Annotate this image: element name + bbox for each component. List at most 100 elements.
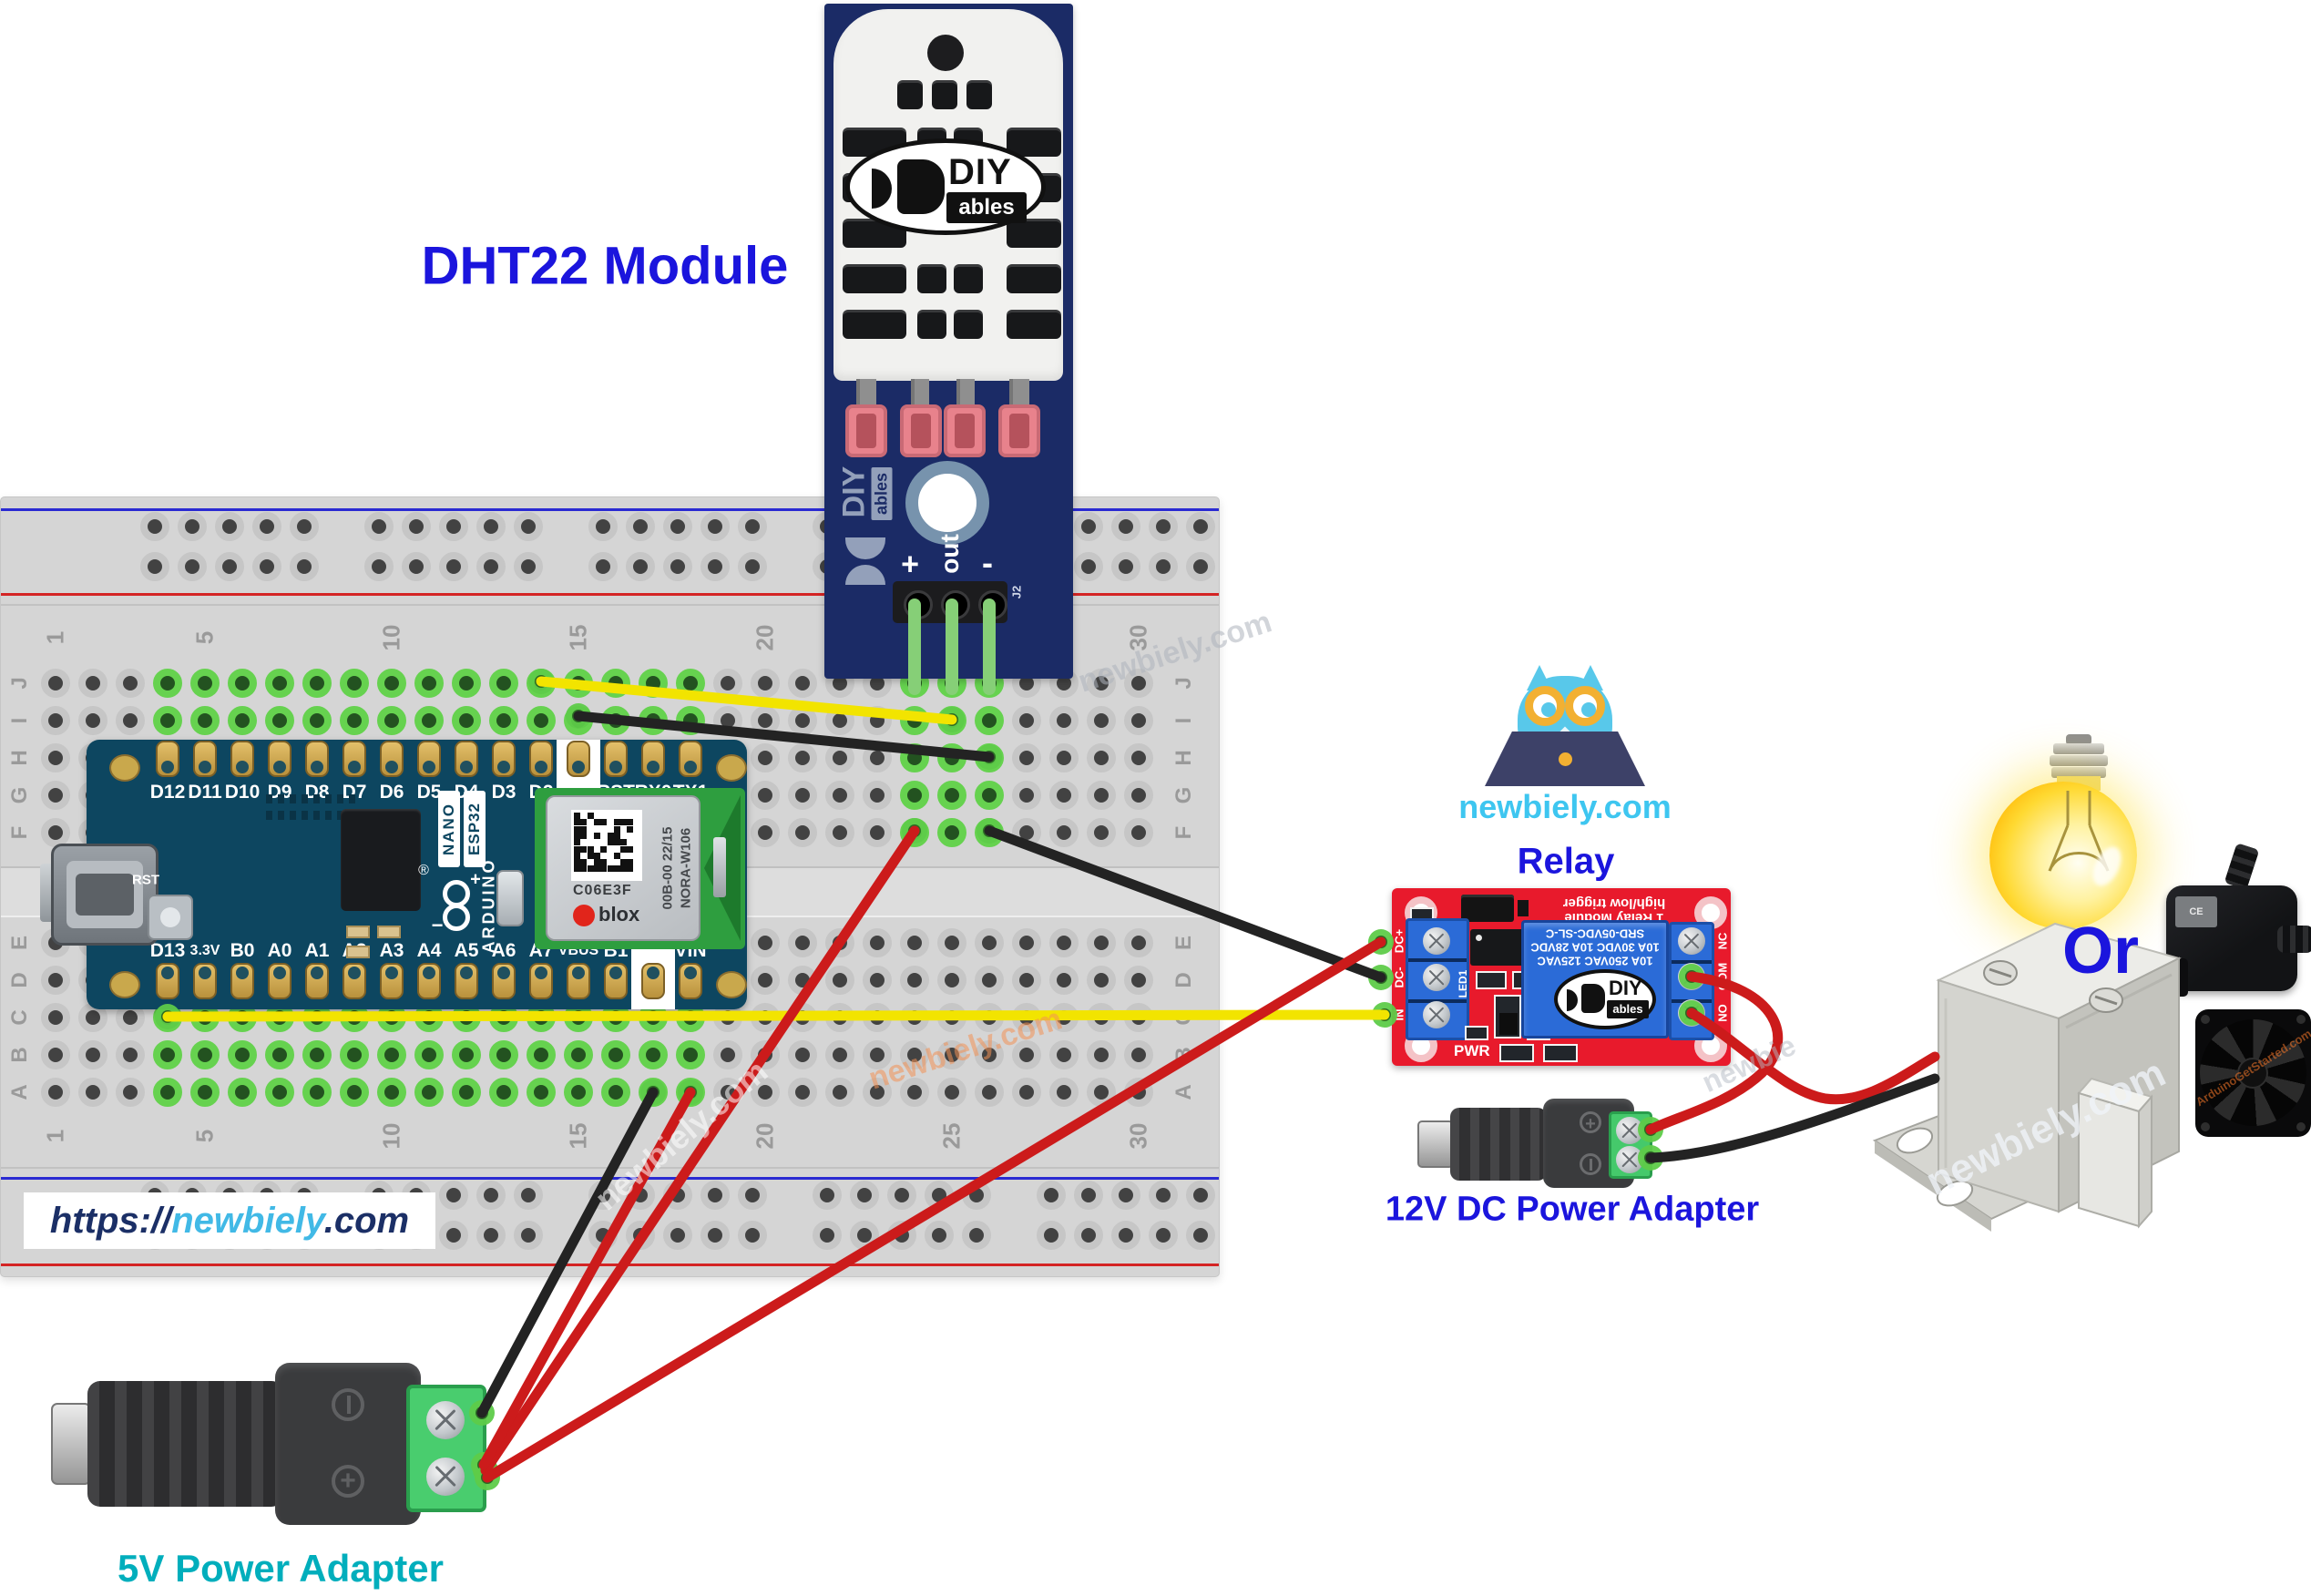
breadboard-hole bbox=[588, 512, 618, 541]
datamatrix-cell bbox=[574, 845, 580, 853]
dht22-pin-plus-label: + bbox=[901, 547, 919, 582]
datamatrix-cell bbox=[627, 845, 634, 853]
datamatrix-cell bbox=[593, 832, 600, 839]
breadboard-hole bbox=[116, 669, 145, 698]
breadboard-hole-connected bbox=[937, 706, 966, 735]
breadboard-hole bbox=[588, 1221, 618, 1250]
breadboard-hole bbox=[663, 1221, 692, 1250]
breadboard-hole-connected bbox=[414, 669, 444, 698]
breadboard-hole bbox=[1087, 928, 1116, 957]
datamatrix-cell bbox=[593, 813, 600, 819]
fan-screw-hole bbox=[2296, 1015, 2306, 1024]
arduino-corner-pad bbox=[109, 971, 140, 998]
datamatrix-cell bbox=[600, 832, 608, 839]
datamatrix-cell bbox=[613, 825, 620, 833]
rail-divider-bottom bbox=[1, 1167, 1219, 1169]
breadboard-hole bbox=[863, 928, 892, 957]
usb-c-connector-body bbox=[51, 844, 158, 946]
breadboard-hole bbox=[1049, 1003, 1079, 1032]
datamatrix-cell bbox=[613, 832, 620, 839]
dht22-leg bbox=[856, 379, 876, 410]
datamatrix-cell bbox=[607, 839, 614, 846]
breadboard-hole-connected bbox=[489, 706, 518, 735]
arduino-pin-label-bottom: A3 bbox=[379, 940, 404, 961]
dht22-vent-slot bbox=[917, 264, 946, 293]
datamatrix-cell bbox=[600, 825, 608, 833]
breadboard-hole-connected bbox=[377, 1040, 406, 1069]
breadboard-hole bbox=[140, 512, 169, 541]
breadboard-hole-connected bbox=[489, 1040, 518, 1069]
breadboard-hole-connected bbox=[564, 669, 593, 698]
datamatrix-cell bbox=[580, 839, 588, 846]
breadboard-hole bbox=[1049, 966, 1079, 995]
breadboard-hole bbox=[751, 1040, 780, 1069]
breadboard-hole bbox=[476, 552, 506, 581]
dht22-leg bbox=[1009, 379, 1029, 410]
arduino-smd-dot bbox=[302, 811, 308, 820]
datamatrix-cell bbox=[627, 832, 634, 839]
power-rail-line-positive-top bbox=[1, 508, 1219, 511]
breadboard-hole bbox=[626, 512, 655, 541]
datamatrix-cell bbox=[574, 819, 580, 826]
breadboard-hole bbox=[900, 1003, 929, 1032]
breadboard-column-label: 25 bbox=[937, 1122, 966, 1150]
breadboard-hole bbox=[751, 1078, 780, 1107]
arduino-pin-pad-hole bbox=[348, 761, 361, 773]
datamatrix-cell bbox=[587, 839, 594, 846]
datamatrix-cell bbox=[620, 825, 628, 833]
breadboard-hole bbox=[402, 552, 431, 581]
nano-silk-text: NANO bbox=[440, 802, 457, 856]
breadboard-hole bbox=[290, 552, 319, 581]
breadboard-hole bbox=[825, 1078, 854, 1107]
breadboard-hole bbox=[1074, 512, 1103, 541]
pump-outlet-nozzle bbox=[2277, 926, 2311, 953]
arduino-smd-capacitor bbox=[377, 926, 401, 938]
breadboard-hole-connected bbox=[900, 818, 929, 847]
arduino-pin-pad-hole bbox=[609, 761, 622, 773]
datamatrix-cell bbox=[587, 845, 594, 853]
arduino-pin-label-bottom: B0 bbox=[230, 940, 255, 961]
breadboard-hole bbox=[1087, 743, 1116, 772]
breadboard-hole bbox=[751, 928, 780, 957]
datamatrix-cell bbox=[627, 825, 634, 833]
arduino-smd-dot bbox=[302, 794, 308, 803]
relay-terminal-screw bbox=[1678, 999, 1705, 1027]
breadboard-hole-connected bbox=[452, 1040, 481, 1069]
breadboard-hole-connected bbox=[228, 669, 257, 698]
breadboard-hole bbox=[788, 1003, 817, 1032]
breadboard-hole bbox=[1186, 1221, 1215, 1250]
breadboard-hole bbox=[937, 1040, 966, 1069]
breadboard-hole bbox=[1149, 1221, 1178, 1250]
breadboard-hole bbox=[78, 706, 107, 735]
nano-silk-box bbox=[438, 791, 460, 867]
relay-terminal-screw bbox=[1423, 927, 1450, 955]
arduino-pin-pad-hole bbox=[497, 761, 510, 773]
relay-title-line2: high/low trigger bbox=[1562, 895, 1666, 911]
arduino-pin-pad-hole bbox=[684, 761, 697, 773]
breadboard-hole bbox=[825, 966, 854, 995]
breadboard-hole bbox=[1087, 781, 1116, 810]
breadboard-hole bbox=[1049, 928, 1079, 957]
breadboard-row-label: I bbox=[7, 717, 32, 724]
breadboard-hole bbox=[663, 512, 692, 541]
breadboard-hole bbox=[41, 743, 70, 772]
breadboard-column-label: 20 bbox=[751, 1122, 779, 1150]
arduino-smd-dot bbox=[313, 811, 320, 820]
breadboard-hole bbox=[514, 552, 543, 581]
datamatrix-code bbox=[571, 810, 642, 881]
breadboard-hole bbox=[937, 1003, 966, 1032]
breadboard-hole-connected bbox=[975, 706, 1004, 735]
barrel-plug-body: + bbox=[275, 1363, 421, 1525]
breadboard-hole bbox=[751, 781, 780, 810]
breadboard-hole bbox=[1087, 706, 1116, 735]
breadboard-hole bbox=[788, 928, 817, 957]
breadboard-hole bbox=[178, 552, 207, 581]
relay-pwr-silk: PWR bbox=[1454, 1042, 1490, 1059]
datamatrix-cell bbox=[574, 839, 580, 846]
relay-cube-line2: 10A 30VDC 10A 28VDC bbox=[1530, 940, 1660, 955]
breadboard-hole bbox=[514, 512, 543, 541]
breadboard-hole bbox=[900, 1040, 929, 1069]
breadboard-hole-connected bbox=[900, 706, 929, 735]
arduino-pin-pad-hole bbox=[385, 761, 398, 773]
datamatrix-cell bbox=[607, 845, 614, 853]
